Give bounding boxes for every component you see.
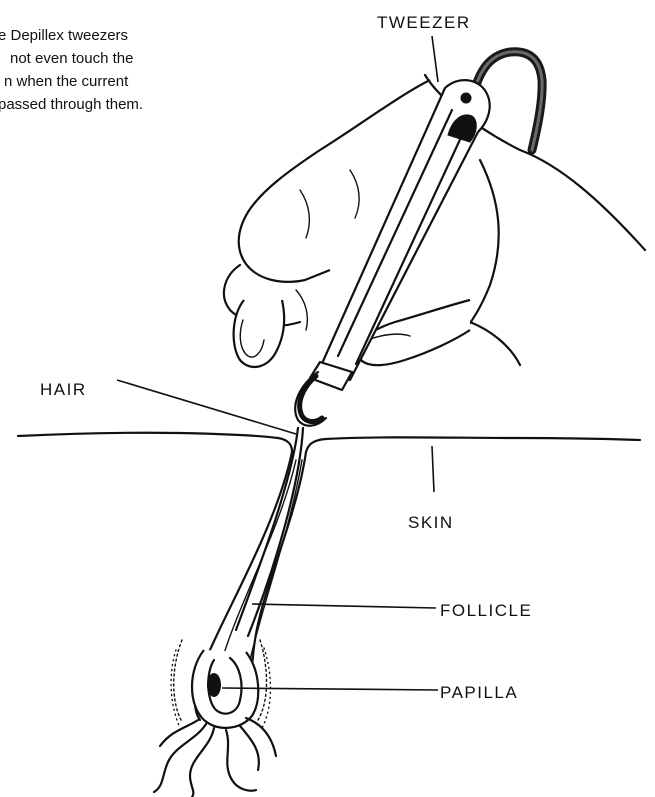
follicle-label: FOLLICLE: [440, 601, 532, 620]
hair-leader: [117, 380, 296, 434]
hair-and-follicle: [171, 428, 306, 728]
caption-line-2: not even touch the: [10, 50, 133, 67]
caption-line-1: e Depillex tweezers: [0, 27, 128, 44]
caption-block: e Depillex tweezers not even touch the n…: [0, 27, 143, 113]
follicle-leader: [252, 604, 436, 608]
caption-line-3: n when the current: [4, 73, 129, 90]
hair-label: HAIR: [40, 380, 87, 399]
tweezer-label: TWEEZER: [377, 13, 471, 32]
caption-line-4: passed through them.: [0, 96, 143, 113]
tweezer-leader: [432, 36, 438, 82]
roots: [154, 718, 276, 797]
skin-surface: [18, 433, 640, 452]
papilla-label: PAPILLA: [440, 683, 518, 702]
skin-leader: [432, 446, 434, 492]
skin-label: SKIN: [408, 513, 454, 532]
